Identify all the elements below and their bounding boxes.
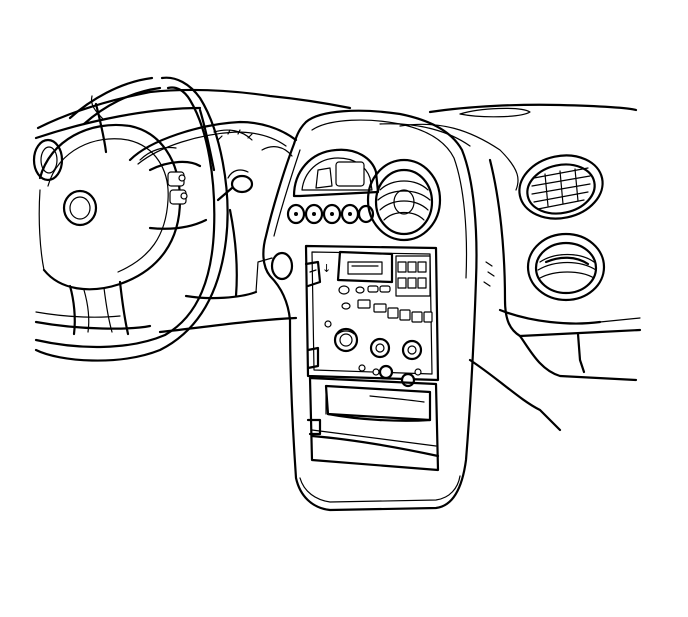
left-dash-panel (34, 95, 298, 334)
right-dash-panel (468, 158, 642, 432)
radio-knobs (324, 320, 423, 388)
center-air-vent (366, 158, 442, 242)
center-bezel-frame (262, 109, 478, 512)
bezel-bottom-edge (299, 475, 461, 503)
steering-wheel (34, 76, 229, 362)
upper-right-air-vent (518, 154, 604, 220)
lower-right-air-vent (526, 232, 606, 302)
instrument-cluster (32, 120, 298, 202)
radio-faceplate (336, 250, 433, 323)
info-display-pod (292, 148, 380, 198)
hvac-button-row (286, 203, 375, 225)
storage-pocket (306, 346, 440, 472)
clip-marker: ↓ (322, 262, 331, 275)
dashboard-top-edge (34, 88, 638, 191)
